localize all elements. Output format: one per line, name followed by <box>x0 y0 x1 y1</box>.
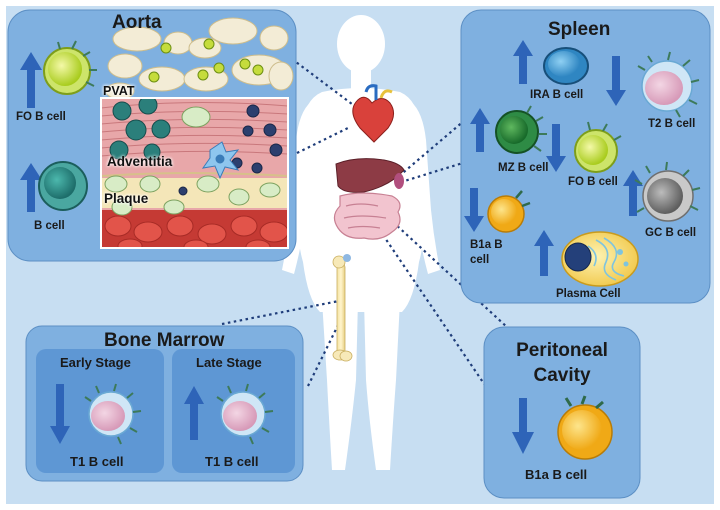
mz-b-cell-icon <box>495 105 547 154</box>
mz-b-cell-label: MZ B cell <box>498 162 549 174</box>
aorta-fo-b-cell-label: FO B cell <box>16 111 66 123</box>
aorta-b-cell-label: B cell <box>34 220 65 232</box>
pvat-small-cells <box>148 38 264 83</box>
gc-b-cell-label: GC B cell <box>645 227 697 239</box>
b1a-b-cell-spleen-icon <box>487 190 531 233</box>
early-stage-title: Early Stage <box>60 355 131 370</box>
adventitia-label: Adventitia <box>107 154 173 169</box>
gc-b-cell-icon <box>634 161 701 222</box>
t2-b-cell-label: T2 B cell <box>648 118 696 130</box>
late-arrow-up <box>184 386 204 440</box>
peritoneal-title: Peritoneal Cavity <box>516 340 608 386</box>
spleen-arrow-mz <box>470 108 490 152</box>
early-t1-b-cell-icon <box>84 383 142 445</box>
bone-icon <box>332 254 353 362</box>
spleen-title: Spleen <box>548 19 611 40</box>
peritoneal-b1a-b-cell-icon <box>557 395 613 460</box>
connector-aorta-top <box>291 58 353 105</box>
spleen-arrow-ira <box>513 40 533 84</box>
spleen-fo-b-cell-icon <box>574 121 622 173</box>
t2-b-cell-icon <box>637 51 700 118</box>
connector-bone-top <box>221 298 345 326</box>
peritoneal-b1a-b-cell-label: B1a B cell <box>525 467 588 482</box>
spleen-arrow-b1a <box>464 188 484 232</box>
spleen-fo-b-cell-label: FO B cell <box>568 176 618 188</box>
pvat-label: PVAT <box>103 84 135 98</box>
plasma-cell-icon <box>561 231 639 287</box>
peritoneal-arrow-down <box>512 398 534 454</box>
spleen-arrow-t2 <box>606 56 626 106</box>
early-arrow-down <box>50 384 70 444</box>
bone-marrow-title: Bone Marrow <box>104 330 225 351</box>
ira-b-cell-icon <box>543 47 589 85</box>
late-stage-title: Late Stage <box>196 355 262 370</box>
vessel-wall <box>101 98 288 248</box>
aorta-arrow-up-1 <box>20 52 42 108</box>
aorta-fo-b-cell-icon <box>43 40 97 95</box>
plaque-label: Plaque <box>104 191 149 206</box>
late-t1-b-cell-label: T1 B cell <box>205 454 259 469</box>
connector-lines <box>221 58 509 398</box>
peritoneal-panel <box>483 326 641 499</box>
connector-peritoneal-bottom <box>382 234 494 398</box>
spleen-panel <box>460 9 711 304</box>
bone-marrow-panel <box>25 325 304 482</box>
dendritic-cell <box>201 141 240 180</box>
early-t1-b-cell-label: T1 B cell <box>70 454 124 469</box>
connector-spleen-top <box>397 119 466 178</box>
connector-aorta-bottom <box>296 126 351 154</box>
spleen-b1a-b-cell-label: B1a B cell <box>470 239 503 266</box>
spleen-arrow-plasma <box>534 230 554 276</box>
aorta-arrow-up-2 <box>20 163 42 212</box>
plasma-cell-label: Plasma Cell <box>556 288 621 300</box>
heart-icon <box>352 84 394 143</box>
aorta-b-cell-icon <box>38 161 88 211</box>
liver-icon <box>335 158 405 193</box>
spleen-arrow-fo <box>546 124 566 172</box>
connector-peritoneal-top <box>392 221 509 329</box>
late-t1-b-cell-icon <box>216 383 274 445</box>
spleen-organ-icon <box>394 173 404 189</box>
intestine-icon <box>333 192 401 240</box>
ira-b-cell-label: IRA B cell <box>530 89 584 101</box>
aorta-title: Aorta <box>112 12 162 33</box>
connector-bone-bottom <box>307 310 346 387</box>
aorta-panel <box>7 9 297 262</box>
